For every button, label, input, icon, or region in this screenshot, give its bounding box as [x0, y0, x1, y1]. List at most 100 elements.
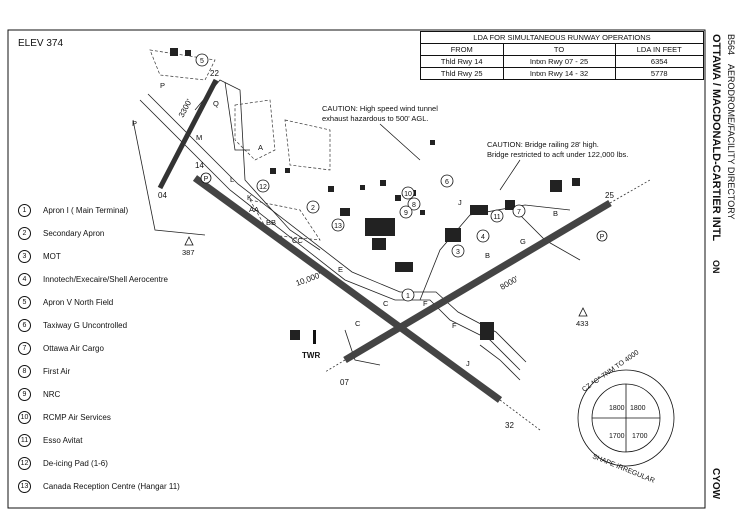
svg-text:387: 387 [182, 248, 195, 257]
callout-7: 7 [512, 204, 526, 218]
svg-text:P: P [204, 176, 209, 183]
taxiway-bb-label: BB [266, 218, 276, 227]
runway-14-32-length: 10,000' [295, 270, 323, 288]
taxiway-b2-label: B [553, 209, 558, 218]
svg-text:4: 4 [481, 234, 485, 241]
tower-icon [313, 330, 316, 344]
obstacle-icon: 387 [182, 236, 195, 257]
taxiway-a-label: A [258, 143, 263, 152]
runway-07-25-length: 8000' [499, 274, 521, 292]
svg-text:1: 1 [406, 293, 410, 300]
svg-text:8: 8 [412, 202, 416, 209]
taxiway-labels: P Q M L K AA BB CC A E C F C F B G J B J… [132, 81, 558, 368]
callout-2: 2 [306, 200, 320, 214]
callout-10: 10 [401, 186, 415, 200]
svg-text:11: 11 [493, 214, 500, 221]
svg-text:P: P [600, 234, 605, 241]
icao-code: CYOW [710, 468, 721, 500]
taxiway-d-label: E [338, 265, 343, 274]
taxiway-p2-label: P [132, 119, 137, 128]
terminal-buildings [170, 48, 580, 340]
svg-text:3: 3 [456, 249, 460, 256]
runway-32-end: 32 [505, 421, 514, 430]
parking-icon: P [596, 230, 608, 242]
caution-bridge: CAUTION: Bridge railing 28' high. Bridge… [487, 140, 629, 159]
runway-14-32 [192, 175, 503, 403]
diagram-frame [7, 29, 706, 509]
table-row: Thld Rwy 25 Intxn Rwy 14 - 32 5778 [420, 67, 705, 80]
taxiway-e2-label: F [452, 321, 457, 330]
map-callouts: 5 12 2 13 1 10 8 9 6 11 7 4 3 [195, 53, 526, 302]
svg-text:5: 5 [200, 58, 204, 65]
runway-22-end: 22 [210, 69, 219, 78]
lda-header-lda: LDA IN FEET [614, 43, 705, 56]
obstacle-icon: 433 [576, 307, 589, 328]
section-title: AERODROME/FACILITY DIRECTORY [726, 64, 736, 220]
svg-text:12: 12 [259, 184, 267, 191]
callout-9: 9 [399, 205, 413, 219]
callout-3: 3 [451, 244, 465, 258]
taxiway-cc-label: CC [292, 236, 303, 245]
callout-6: 6 [440, 174, 454, 188]
taxiway-p-label: P [160, 81, 165, 90]
table-row: Thld Rwy 14 Intxn Rwy 07 - 25 6354 [420, 55, 705, 68]
callout-5: 5 [195, 53, 209, 67]
parking-icon: P [200, 172, 212, 184]
svg-text:6: 6 [445, 179, 449, 186]
runway-04-22 [157, 78, 219, 190]
taxiway-network [132, 79, 581, 381]
taxiway-j-label: J [466, 359, 470, 368]
svg-text:9: 9 [404, 210, 408, 217]
taxiway-b-label: B [485, 251, 490, 260]
runway-layer [157, 78, 651, 431]
tower-label: TWR [302, 351, 320, 360]
svg-text:1800: 1800 [609, 405, 625, 412]
svg-text:10: 10 [404, 191, 412, 198]
svg-text:1700: 1700 [609, 433, 625, 440]
control-zone-rose: 1800 1800 1700 1700 CZ *C* 7NM TO 4000 S… [577, 349, 675, 485]
taxiway-g-label: J [458, 198, 462, 207]
apron-areas [149, 49, 331, 241]
taxiway-c2-label: C [355, 319, 361, 328]
callout-13: 13 [331, 218, 345, 232]
callout-1: 1 [401, 288, 415, 302]
callout-8: 8 [407, 197, 421, 211]
taxiway-f-label: G [520, 237, 526, 246]
svg-text:1700: 1700 [632, 433, 648, 440]
lda-table-title: LDA FOR SIMULTANEOUS RUNWAY OPERATIONS [420, 31, 704, 44]
elevation-label: ELEV 374 [18, 38, 64, 49]
taxiway-e-label: F [423, 299, 428, 308]
taxiway-aa-label: AA [249, 205, 259, 214]
taxiway-l-label: L [230, 175, 234, 184]
svg-text:7: 7 [517, 209, 521, 216]
runway-07-end: 07 [340, 378, 349, 387]
callout-4: 4 [476, 229, 490, 243]
callout-11: 11 [490, 209, 504, 223]
cz-shape-text: SHAPE IRREGULAR [591, 453, 655, 484]
svg-text:433: 433 [576, 319, 589, 328]
runway-25-end: 25 [605, 191, 614, 200]
lda-table: LDA FOR SIMULTANEOUS RUNWAY OPERATIONS F… [420, 31, 705, 80]
callout-12: 12 [256, 179, 270, 193]
airport-name: OTTAWA / MACDONALD-CARTIER INTL [710, 34, 722, 242]
svg-text:2: 2 [311, 205, 315, 212]
page-code: B564 [726, 34, 736, 56]
runway-14-end: 14 [195, 161, 204, 170]
runway-07-25 [343, 199, 612, 364]
svg-text:1800: 1800 [630, 405, 646, 412]
province-code: ON [711, 260, 721, 274]
lda-header-to: TO [502, 43, 616, 56]
taxiway-c-label: C [383, 299, 389, 308]
